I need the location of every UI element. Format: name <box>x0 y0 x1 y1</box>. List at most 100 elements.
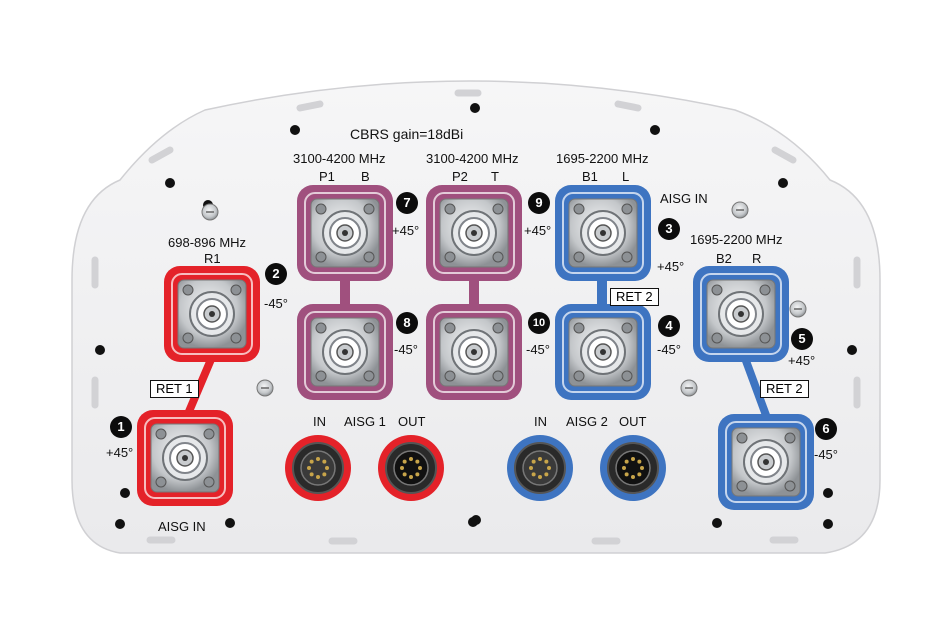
conn-5-flange-screw <box>711 284 723 296</box>
aisg2-out-label: OUT <box>619 414 647 429</box>
blue-link-right <box>738 348 774 428</box>
port-label-b2: B2 <box>716 251 732 266</box>
conn-8-flange-screw <box>363 370 375 382</box>
port-number-7: 7 <box>396 192 418 214</box>
pol-label-4: -45° <box>657 342 681 357</box>
aisg1-out-pin <box>400 466 404 470</box>
conn-2-flange-screw <box>230 332 242 344</box>
conn-10-pin <box>471 349 477 355</box>
aisg1-out-pin <box>415 459 420 464</box>
conn-1-flange-screw <box>155 476 167 488</box>
mount-hole <box>115 519 125 529</box>
conn-10-flange-screw <box>492 322 504 334</box>
conn-9-flange-screw <box>492 251 504 263</box>
port-number-9: 9 <box>528 192 550 214</box>
aisg1-out-pin <box>409 475 413 479</box>
aisg1-in-label: IN <box>313 414 326 429</box>
aisg2-out-pin <box>624 459 629 464</box>
purple-link-left <box>340 270 350 315</box>
aisg2-out-pin <box>624 472 629 477</box>
aisg1-in-pin <box>309 459 314 464</box>
aisg1-in-pin <box>316 457 320 461</box>
conn-10-flange-screw <box>444 322 456 334</box>
aisg1-in-pin <box>325 466 329 470</box>
conn-4-flange-screw <box>573 322 585 334</box>
conn-1-flange-screw <box>203 476 215 488</box>
aisg2-out-pin <box>631 475 635 479</box>
port-label-b1: B1 <box>582 169 598 184</box>
mount-hole <box>95 345 105 355</box>
pol-label-9: +45° <box>524 223 552 238</box>
conn-2-flange-screw <box>230 284 242 296</box>
conn-6-flange-screw <box>784 480 796 492</box>
port-number-8: 8 <box>396 312 418 334</box>
aisg1-in-insert <box>300 450 336 486</box>
port-number-2: 2 <box>265 263 287 285</box>
port-label-p2: P2 <box>452 169 468 184</box>
aisg1-in-pin <box>322 472 327 477</box>
pol-label-7: +45° <box>392 223 420 238</box>
mount-hole <box>823 519 833 529</box>
conn-3-pin <box>600 230 606 236</box>
aisg2-in-pin <box>538 475 542 479</box>
conn-7-flange-screw <box>315 203 327 215</box>
conn-1-housing-inner <box>144 417 226 499</box>
conn-1-flange-screw <box>203 428 215 440</box>
conn-4-pin <box>600 349 606 355</box>
conn-8-flange-screw <box>315 370 327 382</box>
pol-label-6: -45° <box>814 447 838 462</box>
purple-link-right <box>469 270 479 315</box>
aisg1-in-pin <box>309 472 314 477</box>
conn-9-pin <box>471 230 477 236</box>
conn-1-flange-screw <box>155 428 167 440</box>
aisg1-out-label: OUT <box>398 414 426 429</box>
port-label-l: L <box>622 169 630 184</box>
conn-3-flange-screw <box>573 251 585 263</box>
conn-4-flange-screw <box>573 370 585 382</box>
pol-label-8: -45° <box>394 342 418 357</box>
conn-3-flange-screw <box>621 203 633 215</box>
aisg2-in-pin <box>547 466 551 470</box>
conn-2-housing-inner <box>171 273 253 355</box>
ret2-label-lower: RET 2 <box>760 380 809 398</box>
port-number-6: 6 <box>815 418 837 440</box>
conn-3-housing-inner <box>562 192 644 274</box>
cbrs-gain-label: CBRS gain=18dBi <box>350 126 464 142</box>
conn-8-pin <box>342 349 348 355</box>
port-label-p1: P1 <box>319 169 335 184</box>
conn-1-pin <box>182 455 188 461</box>
aisg2-out-pin <box>637 459 642 464</box>
aisg2-out-pin <box>622 466 626 470</box>
aisg2-out-insert <box>615 450 651 486</box>
aisg2-in-insert <box>522 450 558 486</box>
aisg2-in-pin <box>529 466 533 470</box>
ret1-label: RET 1 <box>150 380 199 398</box>
mount-hole <box>290 125 300 135</box>
mount-hole <box>650 125 660 135</box>
vent-slot <box>771 146 797 164</box>
port-number-3: 3 <box>658 218 680 240</box>
pol-label-2: -45° <box>264 296 288 311</box>
aisg2-in-pin <box>538 457 542 461</box>
mount-hole <box>471 515 481 525</box>
conn-5-flange-screw <box>759 284 771 296</box>
ret2-label-upper: RET 2 <box>610 288 659 306</box>
aisg1-out-pin <box>415 472 420 477</box>
vent-slot <box>296 100 324 112</box>
blue-link-center <box>597 270 607 315</box>
port-number-5: 5 <box>791 328 813 350</box>
port-label-b: B <box>361 169 370 184</box>
aisg2-out-pin <box>637 472 642 477</box>
freq-label-b1l: 1695-2200 MHz <box>556 151 649 166</box>
mount-hole <box>470 103 480 113</box>
conn-3-flange-screw <box>621 251 633 263</box>
freq-label-p2t: 3100-4200 MHz <box>426 151 519 166</box>
freq-label-b2r: 1695-2200 MHz <box>690 232 783 247</box>
conn-3-flange-screw <box>573 203 585 215</box>
mount-hole <box>712 518 722 528</box>
vent-slot <box>614 100 642 112</box>
conn-5-pin <box>738 311 744 317</box>
aisg-in-right-label: AISG IN <box>660 191 708 206</box>
aisg2-in-pin <box>544 459 549 464</box>
conn-9-flange-screw <box>492 203 504 215</box>
